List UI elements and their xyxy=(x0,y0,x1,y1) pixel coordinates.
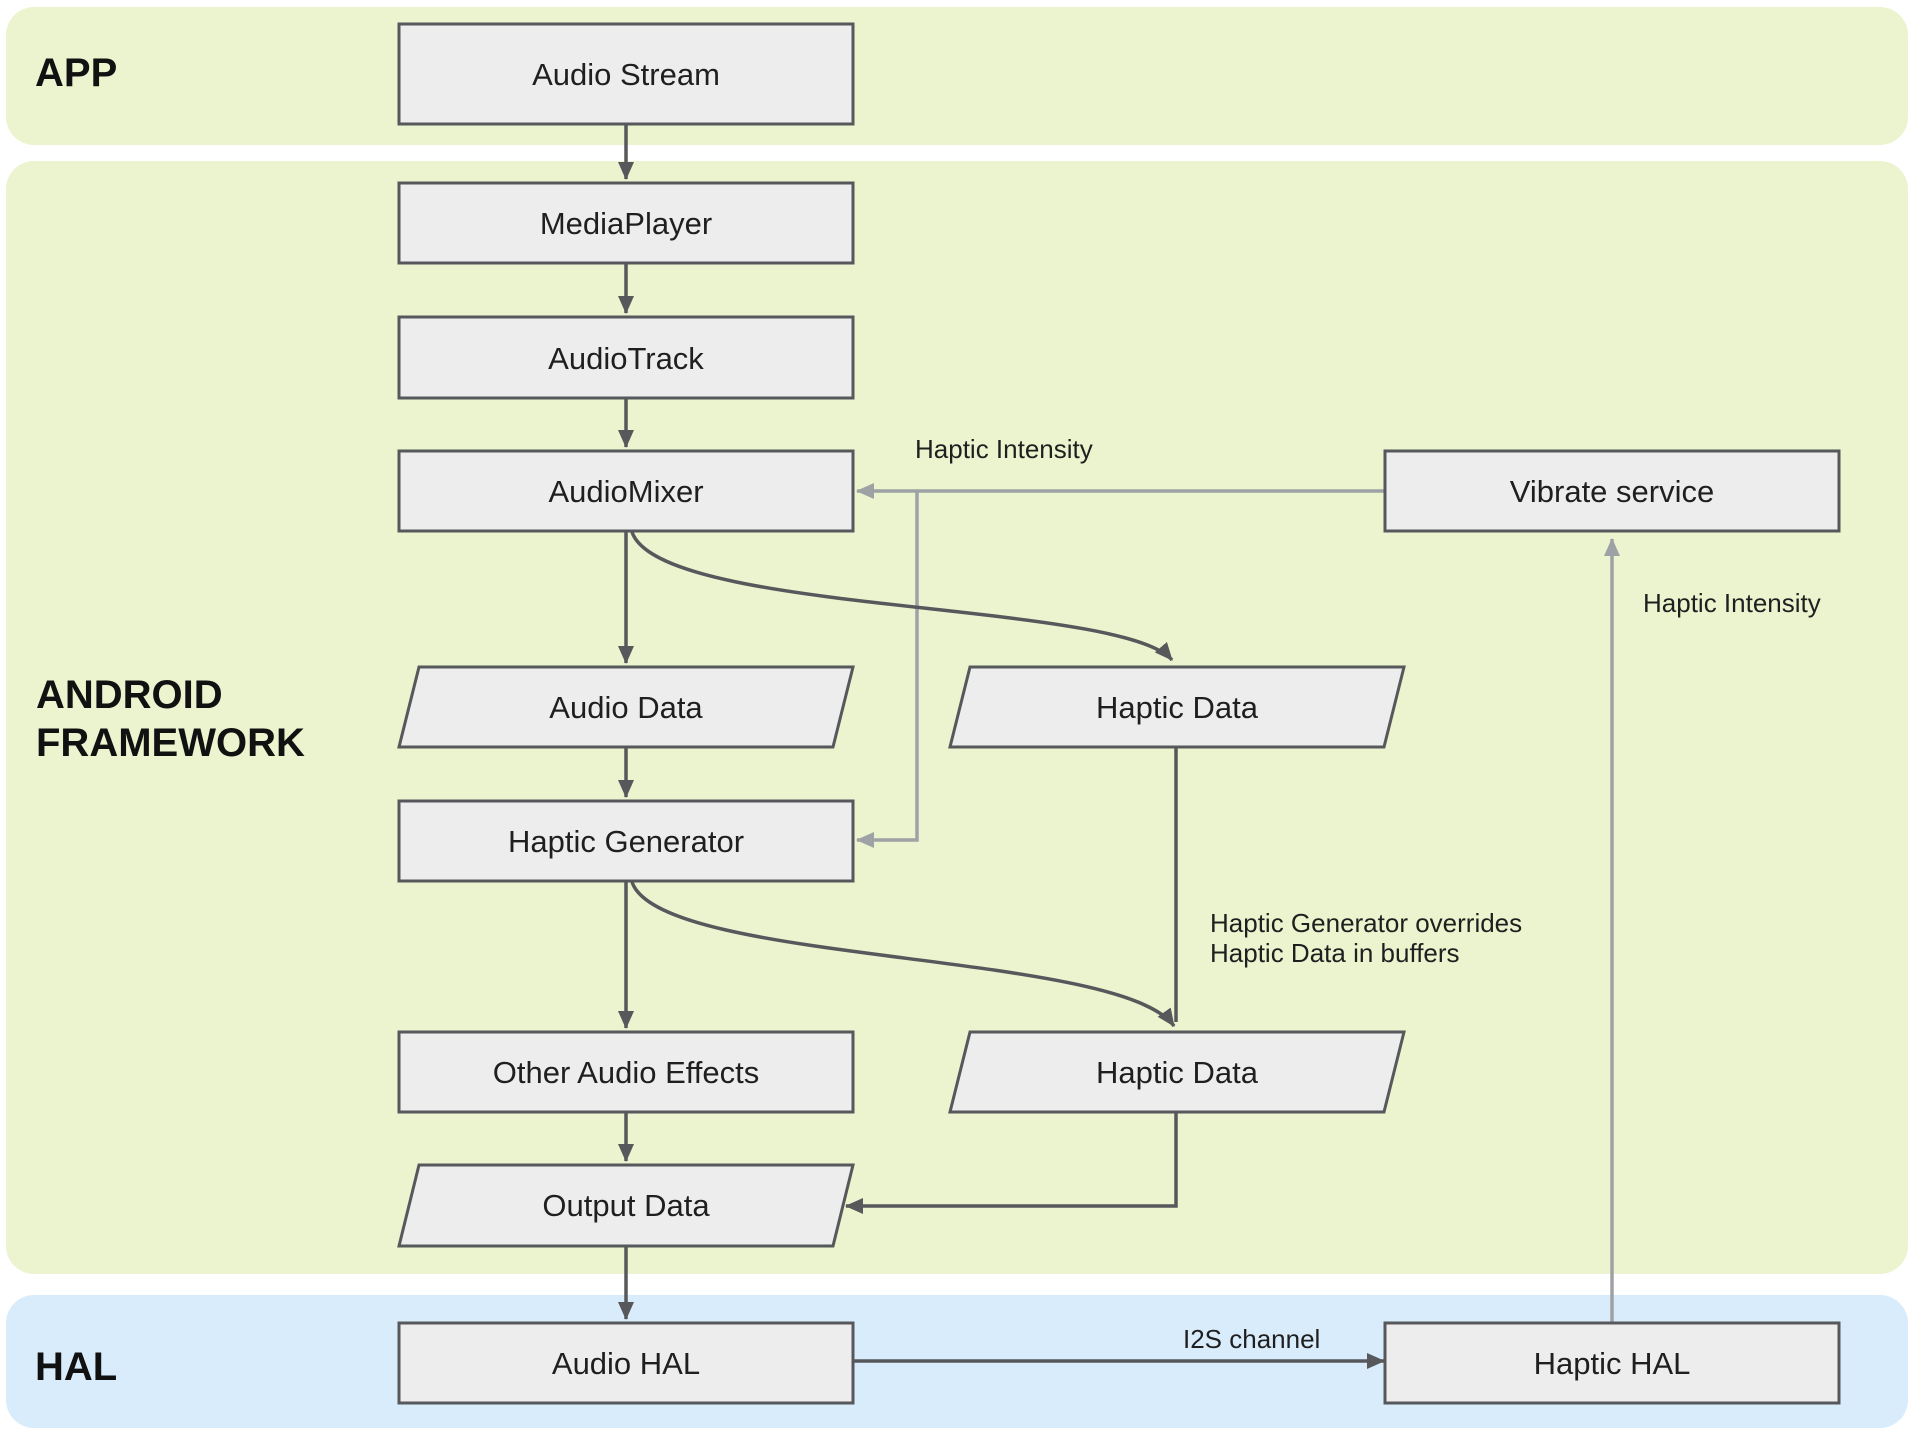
node-output-data xyxy=(397,1163,855,1248)
node-mediaplayer-label: MediaPlayer xyxy=(540,206,712,241)
node-audio-stream xyxy=(397,22,855,126)
node-vibrate-service-label: Vibrate service xyxy=(1510,474,1714,509)
label-haptic-override-line1: Haptic Generator overrides xyxy=(1210,908,1522,938)
node-audio-data-label: Audio Data xyxy=(549,690,703,725)
node-audio-hal xyxy=(397,1321,855,1405)
node-haptic-hal-label: Haptic HAL xyxy=(1534,1346,1691,1381)
node-other-audio-effects-label: Other Audio Effects xyxy=(493,1055,760,1090)
band-framework-label-line1: ANDROID xyxy=(36,673,223,717)
band-hal-label: HAL xyxy=(35,1345,117,1389)
band-framework-label-line2: FRAMEWORK xyxy=(36,721,305,765)
node-mediaplayer xyxy=(397,181,855,265)
node-haptic-hal xyxy=(1383,1321,1841,1405)
label-haptic-intensity-mixer: Haptic Intensity xyxy=(915,434,1093,464)
node-haptic-data-1 xyxy=(948,665,1406,749)
node-audio-data xyxy=(397,665,855,749)
band-app xyxy=(6,7,1908,145)
node-haptic-generator-label: Haptic Generator xyxy=(508,824,744,859)
label-haptic-intensity-hal: Haptic Intensity xyxy=(1643,588,1821,618)
node-haptic-generator xyxy=(397,799,855,883)
node-audio-stream-label: Audio Stream xyxy=(532,57,720,92)
edge-haptic-generator-to-haptic-data-2 xyxy=(630,881,1176,1028)
node-haptic-data-1-label: Haptic Data xyxy=(1096,690,1259,725)
label-i2s-channel: I2S channel xyxy=(1183,1324,1320,1354)
band-app-label: APP xyxy=(35,51,117,95)
edge-audiomixer-to-haptic-data-1 xyxy=(630,531,1174,662)
node-output-data-label: Output Data xyxy=(542,1188,710,1223)
node-vibrate-service xyxy=(1383,449,1841,533)
node-audio-hal-label: Audio HAL xyxy=(552,1346,700,1381)
node-audiomixer-label: AudioMixer xyxy=(548,474,703,509)
edge-haptic-data-2-to-output-data xyxy=(845,1112,1178,1214)
node-other-audio-effects xyxy=(397,1030,855,1114)
node-haptic-data-2-label: Haptic Data xyxy=(1096,1055,1259,1090)
node-haptic-data-2 xyxy=(948,1030,1406,1114)
node-audiotrack-label: AudioTrack xyxy=(548,341,704,376)
node-audiotrack xyxy=(397,315,855,400)
label-haptic-override-line2: Haptic Data in buffers xyxy=(1210,938,1460,968)
node-audiomixer xyxy=(397,449,855,533)
